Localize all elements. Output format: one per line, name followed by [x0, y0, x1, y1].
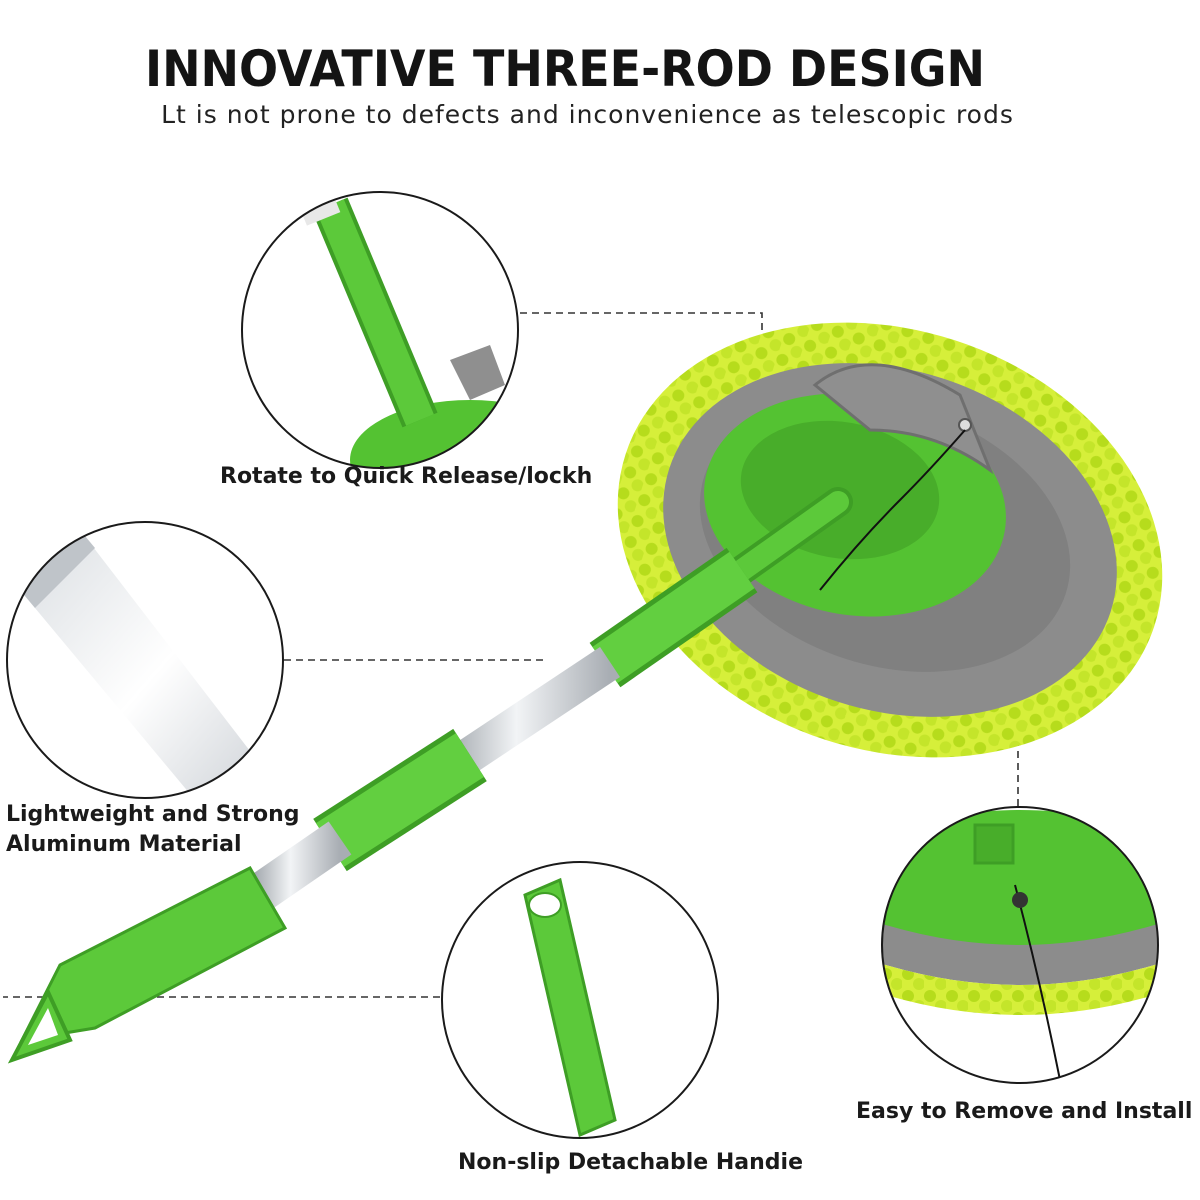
detail-circle-handle: [441, 861, 719, 1139]
pole-grip: [19, 866, 288, 1042]
callout-aluminum-line2: Aluminum Material: [6, 832, 242, 857]
detail-circle-aluminum: [6, 521, 284, 799]
page-title: INNOVATIVE THREE-ROD DESIGN: [144, 40, 986, 98]
telescopic-pole: [7, 487, 853, 1064]
mop-strap: [812, 363, 994, 475]
callout-aluminum-line1: Lightweight and Strong: [6, 802, 300, 827]
callout-handle: Non-slip Detachable Handie: [458, 1150, 803, 1175]
page-subtitle: Lt is not prone to defects and inconveni…: [161, 100, 1014, 129]
mop-head: [617, 322, 1163, 758]
callout-quick-release: Rotate to Quick Release/lockh: [220, 464, 593, 489]
detail-circle-remove-install: [881, 806, 1159, 1084]
callout-remove-install: Easy to Remove and Install: [856, 1099, 1193, 1124]
